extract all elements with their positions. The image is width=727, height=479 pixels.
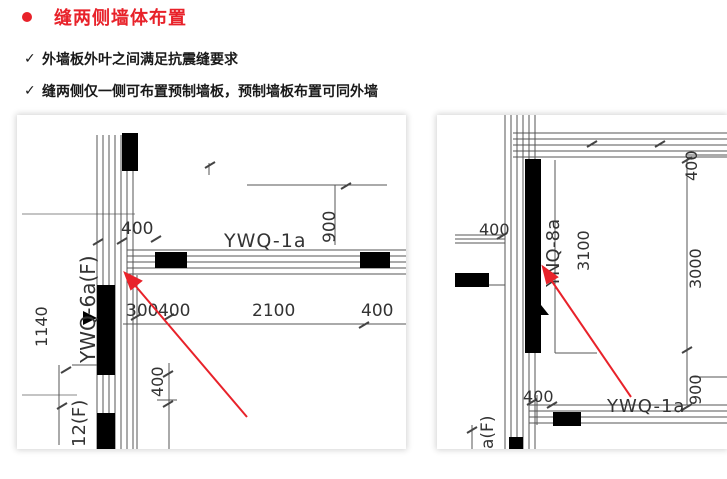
dim-label: 400 [148, 366, 167, 397]
bullet-text: 外墙板外叶之间满足抗震缝要求 [42, 52, 238, 68]
dim-label: 400 [158, 301, 190, 321]
dim-label: 1140 [32, 306, 51, 347]
dim-label: 3000 [686, 248, 705, 289]
wall-block [525, 159, 541, 353]
dim-label: 400 [523, 387, 554, 406]
checkmark-icon: ✓ [24, 51, 36, 67]
wall-block [509, 437, 523, 449]
wall-block [122, 133, 138, 171]
grid-tag: a(F) [478, 416, 498, 449]
bullet-text: 缝两侧仅一侧可布置预制墙板，预制墙板布置可同外墙 [42, 84, 378, 100]
left-drawing-panel: 400 YWQ-1a 900 YWQ-6a(F) 1140 300 400 21… [17, 115, 406, 449]
wall-block [553, 412, 581, 426]
dim-label: 900 [686, 374, 705, 405]
dim-label: 3100 [574, 230, 593, 271]
page-title: 缝两侧墙体布置 [54, 8, 187, 29]
dim-label: 400 [121, 219, 153, 239]
dim-label: 400 [479, 220, 510, 239]
dim-label: 900 [320, 211, 340, 243]
dim-label: 400 [361, 301, 393, 321]
red-bullet-icon [22, 12, 32, 22]
bullet-point-2: ✓ 缝两侧仅一侧可布置预制墙板，预制墙板布置可同外墙 [24, 80, 378, 102]
section-title: 缝两侧墙体布置 [22, 4, 187, 30]
right-drawing-panel: 400 YNQ-8a 3100 3000 400 400 YWQ-1a 900 … [437, 115, 727, 449]
wall-block [360, 252, 390, 268]
red-arrow-icon [123, 270, 143, 291]
checkmark-icon: ✓ [24, 83, 36, 99]
red-arrow-icon [541, 264, 559, 285]
marker-triangle-icon [535, 305, 549, 315]
wall-label-ywq1a: YWQ-1a [223, 230, 306, 252]
wall-label-ywq1a: YWQ-1a [606, 396, 685, 417]
grid-tag: 12(F) [69, 400, 90, 447]
wall-block [455, 273, 489, 287]
wall-block [155, 252, 187, 268]
wall-block [97, 413, 115, 449]
dim-label: 400 [682, 150, 701, 181]
wall-block [97, 285, 115, 375]
dim-label: 300 [126, 301, 158, 321]
marker-triangle-icon [83, 311, 97, 325]
wall-label-ywq6a: YWQ-6a(F) [76, 255, 100, 364]
left-cad-drawing: 400 YWQ-1a 900 YWQ-6a(F) 1140 300 400 21… [22, 133, 406, 449]
bullet-point-1: ✓ 外墙板外叶之间满足抗震缝要求 [24, 48, 238, 70]
dim-label: 2100 [252, 301, 295, 321]
right-cad-drawing: 400 YNQ-8a 3100 3000 400 400 YWQ-1a 900 … [455, 115, 727, 449]
